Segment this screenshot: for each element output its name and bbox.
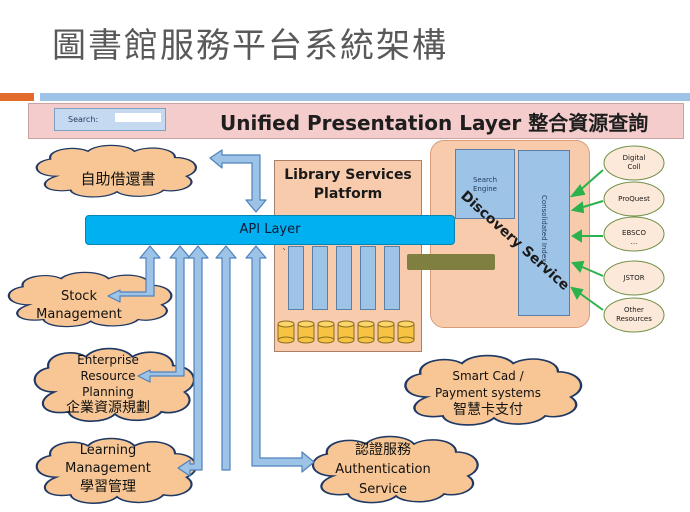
smart-card-line2: Payment systems (435, 386, 541, 400)
auth-line2: Authentication (335, 462, 431, 477)
resource-line1: EBSCO (622, 229, 646, 237)
auth-line3: Service (358, 482, 408, 497)
stock-line1: Stock (61, 289, 97, 304)
erp-line2: Resource (80, 369, 136, 383)
database-icon (377, 320, 395, 344)
database-icon (337, 320, 355, 344)
resource-other: Other Resources (607, 306, 661, 324)
stock-line2: Management (36, 307, 122, 322)
arrow-learning-api (177, 245, 209, 477)
resource-digital-coll: Digital Coll (607, 154, 661, 172)
resource-line1: Digital (622, 154, 646, 162)
platform-module (288, 246, 304, 310)
platform-discovery-connector (407, 254, 495, 270)
learning-line3: 學習管理 (80, 479, 136, 495)
cloud-label-self-checkout: 自助借還書 (58, 170, 178, 188)
platform-module (360, 246, 376, 310)
self-checkout-line1: 自助借還書 (80, 170, 156, 188)
erp-line1: Enterprise (77, 353, 139, 367)
accent-tab (0, 93, 34, 101)
learning-line1: Learning (79, 443, 137, 458)
consolidated-index-label: Consolidated Index (540, 195, 548, 263)
consolidated-index-box (518, 150, 570, 316)
resource-line1: ProQuest (618, 195, 650, 203)
search-engine-line1: Search (472, 176, 498, 184)
smart-card-line3: 智慧卡支付 (453, 402, 523, 418)
learning-line2: Management (65, 461, 151, 476)
lsp-tick-mark: ` (282, 248, 287, 259)
resource-proquest: ProQuest (607, 195, 661, 204)
cloud-label-learning: Learning Management 學習管理 (48, 442, 168, 496)
cloud-label-smart-card: Smart Cad / Payment systems 智慧卡支付 (418, 368, 558, 419)
erp-line4: 企業資源規劃 (66, 400, 150, 416)
smart-card-line1: Smart Cad / (452, 369, 524, 383)
platform-module (312, 246, 328, 310)
resource-line2: ... (630, 238, 638, 246)
auth-line1: 認證服務 (355, 442, 411, 458)
header-rule (40, 93, 690, 101)
database-icon (277, 320, 295, 344)
cloud-label-erp: Enterprise Resource Planning 企業資源規劃 (48, 352, 168, 416)
slide-title: 圖書館服務平台系統架構 (52, 26, 448, 66)
erp-line3: Planning (82, 385, 134, 399)
resource-line2: Coll (627, 163, 641, 171)
arrow-self-checkout-api (209, 149, 267, 213)
cloud-label-stock: Stock Management (24, 288, 134, 324)
database-icon (297, 320, 315, 344)
presentation-layer-title: Unified Presentation Layer 整合資源查詢 (220, 111, 649, 135)
api-layer-label: API Layer (239, 222, 301, 237)
platform-module (384, 246, 400, 310)
search-engine-line2: Engine (473, 185, 497, 193)
lsp-label-line2: Platform (313, 186, 383, 202)
api-layer-bar (85, 215, 455, 245)
resource-ebsco: EBSCO ... (607, 229, 661, 247)
search-engine-label: Search Engine (455, 176, 515, 194)
arrow-middle-api (215, 245, 237, 471)
resource-jstor: JSTOR (607, 274, 661, 283)
lsp-label-line1: Library Services (284, 167, 412, 183)
database-icon (397, 320, 415, 344)
resource-line2: Resources (616, 315, 652, 323)
database-icon (357, 320, 375, 344)
search-label: Search: (68, 115, 99, 124)
resource-line1: JSTOR (623, 274, 645, 282)
library-services-platform-label: Library Services Platform (274, 166, 422, 204)
platform-module (336, 246, 352, 310)
resource-line1: Other (624, 306, 644, 314)
search-input[interactable] (115, 113, 161, 122)
database-icon (317, 320, 335, 344)
cloud-label-auth: 認證服務 Authentication Service (318, 440, 448, 500)
search-engine-box (455, 149, 515, 219)
